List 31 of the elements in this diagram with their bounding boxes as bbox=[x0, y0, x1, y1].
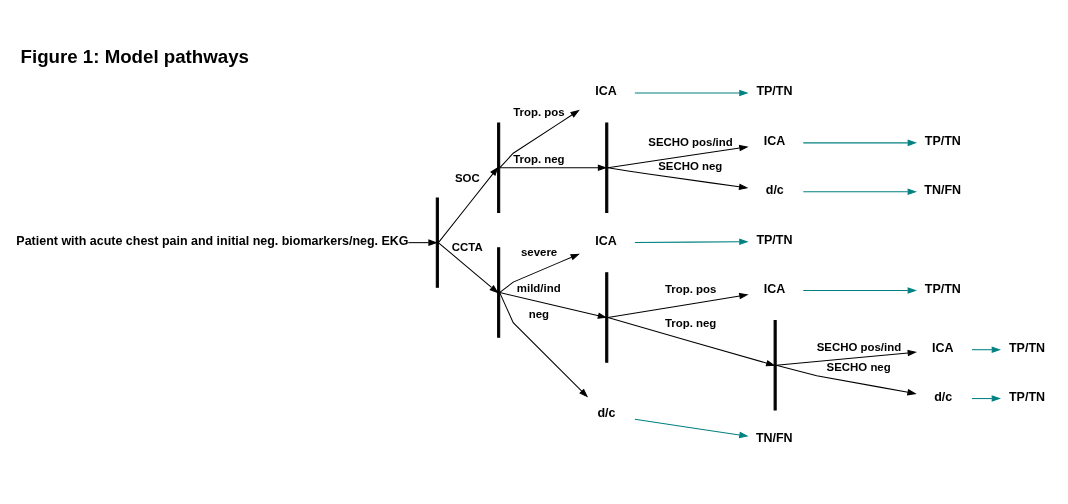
edge-label: neg bbox=[528, 308, 550, 321]
node-text: TN/FN bbox=[924, 182, 962, 197]
edge-label: SECHO neg bbox=[658, 159, 723, 172]
node-text: TP/TN bbox=[924, 134, 961, 149]
node-text: d/c bbox=[597, 406, 616, 421]
node-text: d/c bbox=[765, 182, 784, 197]
node-text: TP/TN bbox=[1009, 340, 1046, 355]
edge-label: Trop. pos bbox=[664, 283, 717, 296]
edge-label: SECHO pos/ind bbox=[648, 135, 733, 148]
node-text: TP/TN bbox=[756, 84, 793, 99]
node-text: Patient with acute chest pain and initial neg. biomarkers/neg. EKG bbox=[16, 233, 409, 248]
node-text: ICA bbox=[595, 84, 617, 99]
node-text: TP/TN bbox=[1009, 389, 1046, 404]
node-text: TN/FN bbox=[755, 431, 793, 446]
edge-label: mild/ind bbox=[516, 282, 561, 295]
node-text: TP/TN bbox=[924, 281, 961, 296]
edge-label: SECHO pos/ind bbox=[816, 340, 902, 353]
edge-label: CCTA bbox=[451, 240, 483, 253]
node-text: ICA bbox=[763, 134, 786, 149]
edge-label: Trop. pos bbox=[513, 105, 565, 118]
diagram-title: Figure 1: Model pathways bbox=[20, 46, 249, 68]
edge-label: severe bbox=[521, 245, 558, 258]
node-text: ICA bbox=[595, 233, 617, 248]
edge-label: SECHO neg bbox=[826, 361, 891, 374]
edge-label: Trop. neg bbox=[513, 153, 565, 166]
node-text: ICA bbox=[932, 340, 954, 355]
node-text: d/c bbox=[934, 389, 953, 404]
node-text: TP/TN bbox=[756, 232, 793, 247]
node-text: ICA bbox=[763, 281, 786, 296]
edge-label: Trop. neg bbox=[664, 316, 717, 329]
edge-label: SOC bbox=[455, 172, 480, 185]
